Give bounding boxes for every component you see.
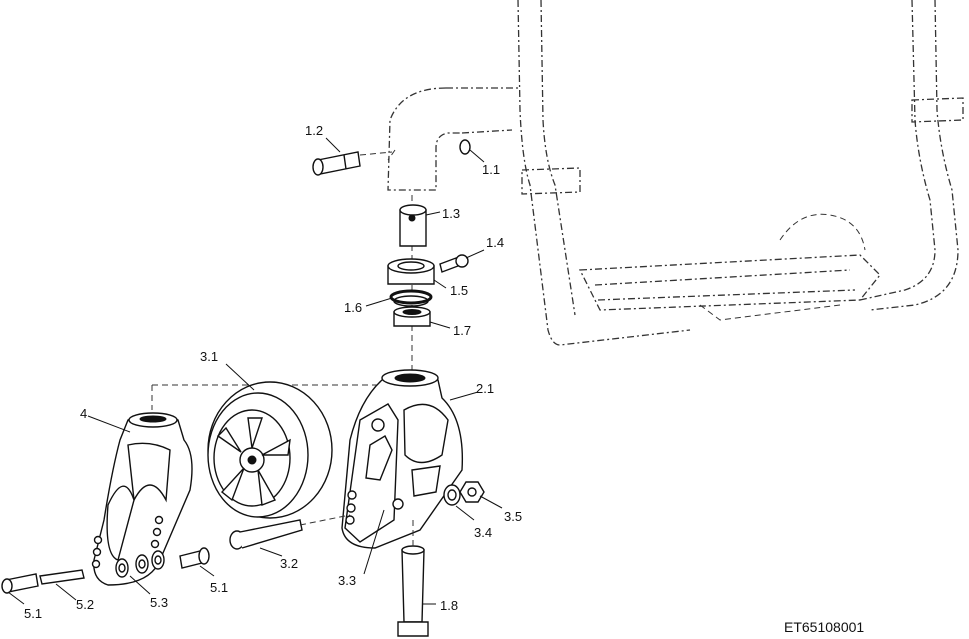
part-1-4-bolt [439, 254, 469, 273]
part-5-2-tube [39, 569, 85, 585]
leader-lines [7, 137, 503, 605]
label-5-2: 5.2 [76, 597, 94, 612]
wheelchair-frame [446, 0, 964, 346]
label-2-1: 2.1 [476, 381, 494, 396]
label-1-1: 1.1 [482, 162, 500, 177]
part-3-5-nut [459, 481, 485, 503]
label-1-7: 1.7 [453, 323, 471, 338]
label-1-8: 1.8 [440, 598, 458, 613]
drawing-number: ET65108001 [784, 619, 864, 635]
part-5-3-bushings [115, 550, 165, 578]
part-1-2-sleeve [312, 151, 361, 176]
label-3-3: 3.3 [338, 573, 356, 588]
part-1-1-ring [459, 139, 471, 155]
label-4: 4 [80, 406, 87, 421]
label-3-4: 3.4 [474, 525, 492, 540]
part-2-1-fork-right [341, 369, 464, 549]
label-3-1: 3.1 [200, 349, 218, 364]
part-labels: 1.2 1.1 1.3 1.4 1.5 1.6 1.7 3.1 2.1 4 3.… [24, 123, 864, 635]
label-5-3: 5.3 [150, 595, 168, 610]
label-1-5: 1.5 [450, 283, 468, 298]
label-1-6: 1.6 [344, 300, 362, 315]
label-3-5: 3.5 [504, 509, 522, 524]
label-1-4: 1.4 [486, 235, 504, 250]
part-1-5-collar [387, 258, 435, 285]
part-5-1-spacer-left [1, 573, 39, 594]
label-5-1-right: 5.1 [210, 580, 228, 595]
part-1-7-bearing [393, 306, 431, 327]
part-1-6-washer [389, 289, 433, 307]
part-5-1-spacer-right [179, 547, 210, 569]
part-1-3-stem [399, 204, 427, 247]
label-1-2: 1.2 [305, 123, 323, 138]
part-1-8-bolt [397, 520, 429, 637]
part-3-4-washer [443, 484, 461, 506]
part-3-2-axle-bolt [229, 514, 351, 550]
label-3-2: 3.2 [280, 556, 298, 571]
label-1-3: 1.3 [442, 206, 460, 221]
label-5-1-left: 5.1 [24, 606, 42, 621]
part-3-1-wheel [207, 381, 333, 519]
